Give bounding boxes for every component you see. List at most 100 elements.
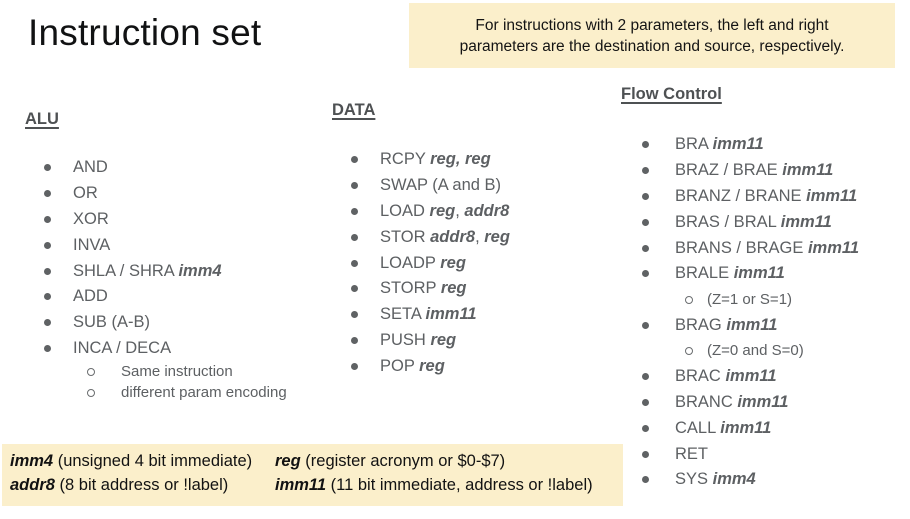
param-emphasis: imm4 bbox=[712, 470, 756, 489]
list-item: BRAC imm11 bbox=[621, 364, 859, 390]
bullet-icon bbox=[642, 373, 649, 381]
legend-column-left: imm4 (unsigned 4 bit immediate) addr8 (8 … bbox=[10, 449, 252, 497]
param-emphasis: reg, reg bbox=[430, 150, 491, 169]
list-item: SYS imm4 bbox=[621, 467, 859, 493]
list-item-text: SYS imm4 bbox=[675, 470, 756, 489]
list-item-text: STOR addr8, reg bbox=[380, 227, 510, 246]
param-emphasis: reg bbox=[419, 356, 445, 375]
list-item-text: PUSH reg bbox=[380, 330, 457, 349]
list-item: STOR addr8, reg bbox=[332, 224, 510, 250]
list-item: ADD bbox=[25, 284, 287, 310]
list-item: (Z=0 and S=0) bbox=[621, 338, 859, 364]
list-item-text: BRANZ / BRANE imm11 bbox=[675, 186, 858, 205]
list-item: PUSH reg bbox=[332, 328, 510, 354]
param-emphasis: imm11 bbox=[782, 161, 834, 180]
list-item-text: (Z=1 or S=1) bbox=[707, 291, 793, 309]
column-heading-flow-control: Flow Control bbox=[621, 85, 722, 103]
param-emphasis: imm11 bbox=[737, 392, 789, 411]
list-item-text: BRA imm11 bbox=[675, 135, 764, 154]
bullet-icon bbox=[44, 267, 51, 275]
param-emphasis: reg bbox=[275, 452, 301, 470]
list-item-text: (Z=0 and S=0) bbox=[707, 342, 804, 360]
bullet-icon bbox=[642, 167, 649, 175]
list-item-text: LOAD reg, addr8 bbox=[380, 201, 510, 220]
legend-box: imm4 (unsigned 4 bit immediate) addr8 (8 … bbox=[2, 444, 623, 506]
list-item-text: BRAC imm11 bbox=[675, 367, 777, 386]
bullet-icon bbox=[351, 362, 358, 370]
list-item-text: RET bbox=[675, 444, 708, 463]
column-heading-alu: ALU bbox=[25, 110, 59, 128]
bullet-icon bbox=[642, 321, 649, 329]
list-item: STORP reg bbox=[332, 276, 510, 302]
list-item: LOADP reg bbox=[332, 250, 510, 276]
list-item-text: LOADP reg bbox=[380, 253, 466, 272]
list-item: XOR bbox=[25, 207, 287, 233]
list-item: BRAS / BRAL imm11 bbox=[621, 209, 859, 235]
list-item-text: BRALE imm11 bbox=[675, 264, 785, 283]
param-emphasis: imm11 bbox=[712, 135, 764, 154]
page-title: Instruction set bbox=[28, 12, 262, 53]
param-emphasis: imm4 bbox=[178, 261, 222, 280]
bullet-icon bbox=[642, 141, 649, 149]
list-item: AND bbox=[25, 155, 287, 181]
note-line: parameters are the destination and sourc… bbox=[459, 38, 845, 55]
list-item: INCA / DECA bbox=[25, 336, 287, 362]
param-emphasis: imm11 bbox=[806, 186, 858, 205]
list-item-text: STORP reg bbox=[380, 279, 467, 298]
legend-line: addr8 (8 bit address or !label) bbox=[10, 476, 229, 494]
param-emphasis: reg bbox=[440, 253, 466, 272]
list-item: SWAP (A and B) bbox=[332, 173, 510, 199]
list-item-text: BRANS / BRAGE imm11 bbox=[675, 238, 860, 257]
param-emphasis: imm11 bbox=[275, 476, 327, 494]
param-emphasis: imm11 bbox=[726, 315, 778, 334]
param-emphasis: imm11 bbox=[720, 418, 772, 437]
list-item: BRA imm11 bbox=[621, 132, 859, 158]
param-emphasis: reg bbox=[440, 279, 467, 298]
list-item-text: CALL imm11 bbox=[675, 418, 772, 437]
param-emphasis: addr8 bbox=[430, 227, 476, 246]
list-item-text: INVA bbox=[73, 235, 111, 254]
bullet-icon bbox=[351, 259, 358, 267]
list-item-text: INCA / DECA bbox=[73, 338, 172, 357]
open-circle-bullet-icon bbox=[685, 295, 693, 304]
list-item-text: ADD bbox=[73, 287, 108, 306]
list-item: SUB (A-B) bbox=[25, 310, 287, 336]
bullet-icon bbox=[44, 241, 51, 249]
list-item: CALL imm11 bbox=[621, 415, 859, 441]
param-emphasis: imm11 bbox=[780, 212, 832, 231]
list-item: different param encoding bbox=[25, 382, 287, 403]
bullet-icon bbox=[642, 476, 649, 484]
list-item: RET bbox=[621, 441, 859, 467]
bullet-icon bbox=[642, 424, 649, 432]
list-item-text: Same instruction bbox=[121, 363, 233, 381]
list-item-text: SHLA / SHRA imm4 bbox=[73, 261, 222, 280]
list-item-text: SETA imm11 bbox=[380, 305, 477, 324]
list-item-text: SWAP (A and B) bbox=[380, 176, 502, 195]
list-item: SHLA / SHRA imm4 bbox=[25, 258, 287, 284]
legend-line: imm4 (unsigned 4 bit immediate) bbox=[10, 452, 253, 470]
list-item: BRANS / BRAGE imm11 bbox=[621, 235, 859, 261]
param-emphasis: imm11 bbox=[725, 367, 777, 386]
bullet-icon bbox=[642, 398, 649, 406]
bullet-icon bbox=[44, 215, 51, 223]
list-item-text: different param encoding bbox=[121, 384, 287, 402]
bullet-icon bbox=[44, 344, 51, 352]
list-item: POP reg bbox=[332, 353, 510, 379]
param-emphasis: addr8 bbox=[464, 201, 510, 220]
bullet-icon bbox=[44, 164, 51, 172]
note-box: For instructions with 2 parameters, the … bbox=[409, 3, 895, 68]
bullet-icon bbox=[642, 450, 649, 458]
open-circle-bullet-icon bbox=[87, 388, 95, 397]
list-item-text: RCPY reg, reg bbox=[380, 150, 491, 169]
bullet-icon bbox=[351, 182, 358, 190]
legend-line: reg (register acronym or $0-$7) bbox=[275, 452, 506, 470]
bullet-icon bbox=[44, 190, 51, 198]
list-item-text: XOR bbox=[73, 209, 109, 228]
param-emphasis: imm11 bbox=[425, 305, 477, 324]
bullet-icon bbox=[351, 285, 358, 293]
list-item-text: OR bbox=[73, 184, 98, 203]
list-item-text: BRANC imm11 bbox=[675, 392, 789, 411]
